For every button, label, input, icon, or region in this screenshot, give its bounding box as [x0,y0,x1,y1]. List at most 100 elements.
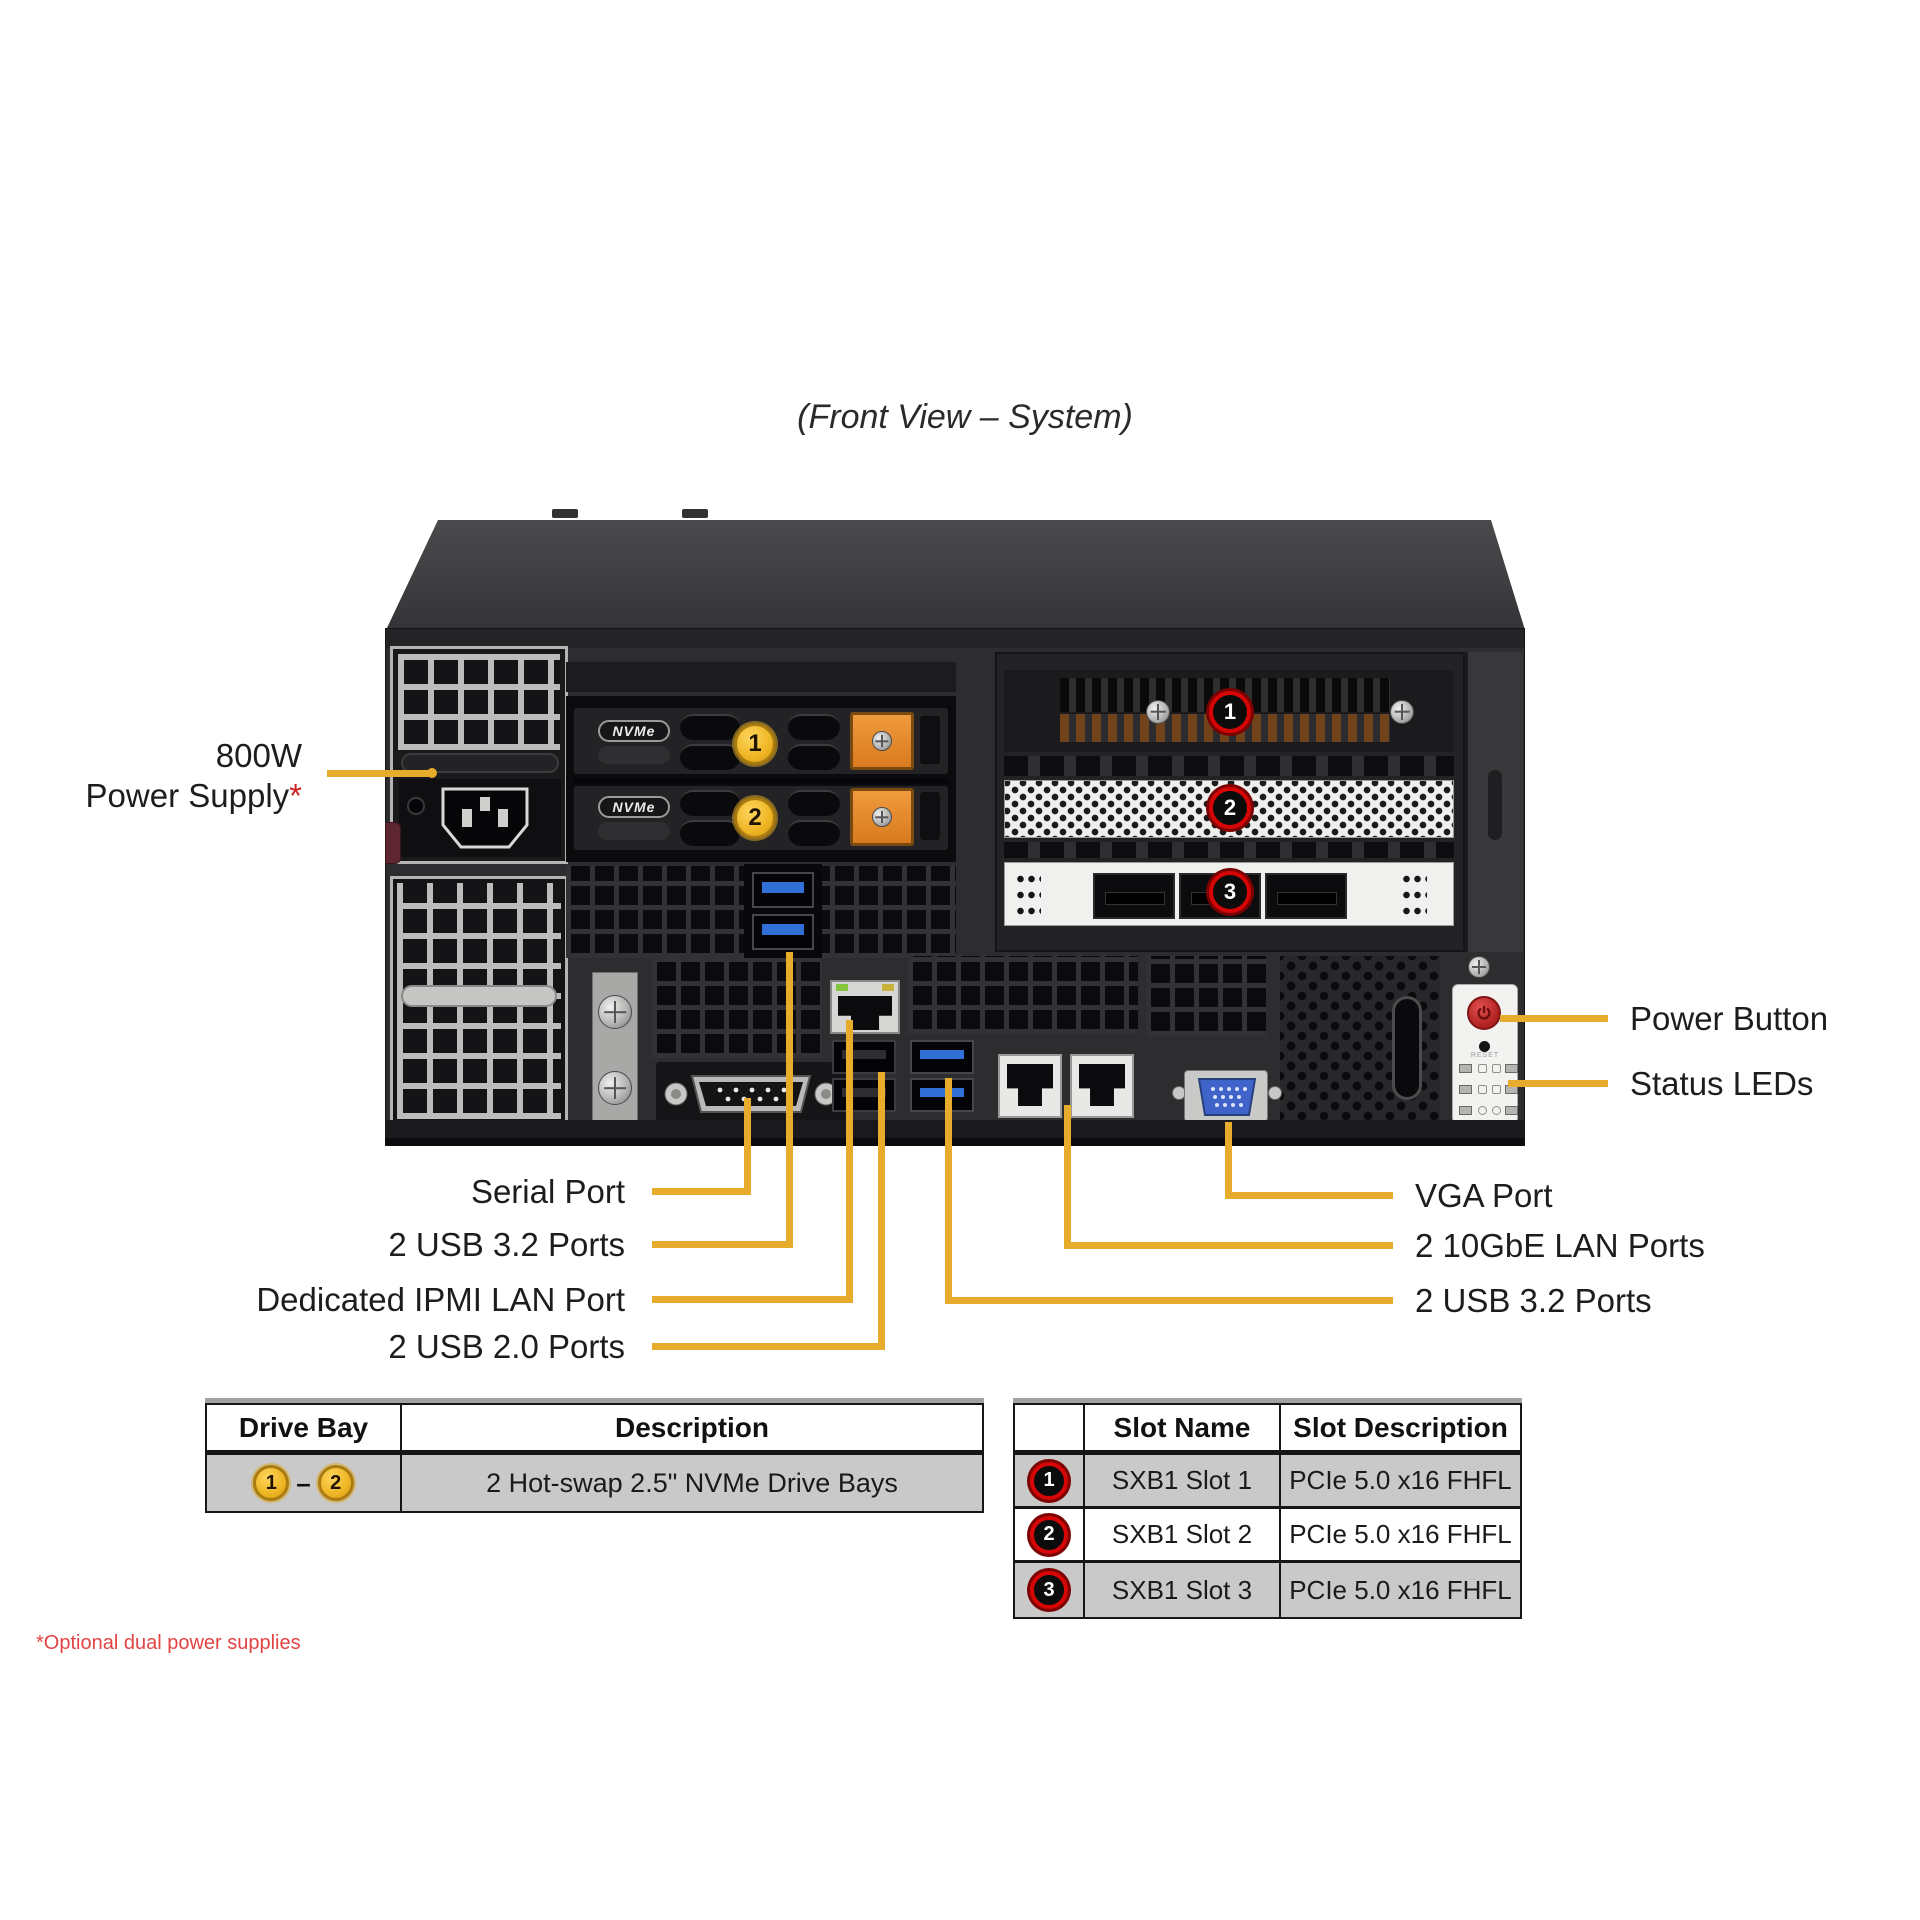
latch-screw [872,731,892,751]
slot-table-header-description: Slot Description [1281,1405,1520,1455]
chassis-screw [1468,956,1490,978]
drive-tray-blank [598,822,670,840]
chassis-top-face [386,520,1525,630]
status-led-icon [1492,1106,1501,1115]
callout-line-power-supply [327,770,433,777]
slot-badge-1: 1 [1030,1461,1068,1500]
callout-line-usb32-left-v [786,952,793,1248]
callout-line-ipmi-h [652,1296,853,1303]
label-usb20: 2 USB 2.0 Ports [388,1328,625,1365]
slot-badge-2: 2 [1030,1515,1068,1554]
callout-line-usb20-h [652,1343,885,1350]
qsfp-slot [1277,892,1337,905]
label-power-supply: 800W Power Supply* [60,736,302,816]
psu-handle [401,753,559,773]
pcie-right-rail [1465,652,1523,952]
drive-tray-vent [680,790,740,816]
slot-badge-3: 3 [1030,1571,1068,1609]
power-supply-module [390,646,568,864]
label-lan-10gbe: 2 10GbE LAN Ports [1415,1227,1705,1264]
usb-tongue [762,882,804,893]
drive-tray-vent [788,714,840,740]
slot3-dots [1401,871,1427,919]
slot-row-name: SXB1 Slot 1 [1085,1455,1281,1509]
slot-screw [1146,700,1170,724]
callout-line-power-button [1500,1015,1608,1022]
slot-row-name: SXB1 Slot 2 [1085,1509,1281,1563]
psu-fan-grille [398,654,560,750]
chassis-top-tab [552,509,578,518]
callout-line-usb32-right-v [945,1078,952,1304]
power-button [1467,996,1501,1030]
qsfp-port [1093,873,1175,919]
slot-table-header-badge [1015,1405,1085,1455]
ac-inlet-c14 [441,787,529,849]
serial-port-db9 [664,1075,838,1113]
usb-tongue [920,1049,964,1060]
callout-line-serial-h [652,1188,751,1195]
status-led-icon [1478,1085,1487,1094]
figure-title: (Front View – System) [797,398,1133,436]
slot-vent-strip [1004,756,1454,776]
vent-grid [1146,956,1266,1036]
usb-tongue [842,1087,886,1098]
rj45-opening [1007,1064,1053,1106]
label-power-supply-line2: Power Supply* [85,777,302,814]
qsfp-port [1265,873,1347,919]
status-led [1459,1064,1472,1073]
ipmi-lan-port [830,980,900,1034]
label-vga: VGA Port [1415,1177,1553,1214]
slot-screw [1390,700,1414,724]
callout-line-lan-h [1064,1242,1393,1249]
usb-tongue [762,924,804,935]
psu-bay-handle [401,985,557,1007]
lan-10gbe-port [998,1054,1062,1118]
label-status-leds: Status LEDs [1630,1065,1814,1102]
psu-button [407,797,425,815]
drive-bay-cell-description: 2 Hot-swap 2.5" NVMe Drive Bays [402,1455,982,1511]
label-usb32-left: 2 USB 3.2 Ports [388,1226,625,1263]
rail-slot [1488,770,1502,840]
vga-db15 [1197,1078,1257,1116]
psu-bay-empty [390,876,568,1126]
vent-grid [652,958,822,1058]
chassis-slot-cutout [1392,996,1422,1100]
callout-line-ipmi-v [846,1020,853,1303]
status-led-icon [1478,1106,1487,1115]
chassis-top-tab [682,509,708,518]
status-led-icon [1492,1085,1501,1094]
callout-line-usb32-left-h [652,1241,793,1248]
slot-row-badge: 3 [1015,1563,1085,1617]
slot-row-description: PCIe 5.0 x16 FHFL [1281,1455,1520,1509]
power-icon [1477,1005,1491,1020]
callout-line-usb20-v [878,1072,885,1350]
drive-tray-vent [920,792,940,840]
usb32-port [910,1040,974,1074]
status-led [1459,1085,1472,1094]
status-led [1505,1106,1518,1115]
rj45-opening [1079,1064,1125,1106]
chassis-bottom-rim [385,1120,1525,1140]
status-led-icon [1478,1064,1487,1073]
drive-bay-table-header-bay: Drive Bay [207,1405,402,1455]
drive-latch [850,788,914,846]
drive-bay-cell-badges: 1 – 2 [207,1455,402,1511]
qsfp-slot [1105,892,1165,905]
drive-tray-vent [680,744,740,770]
drive-tray-blank [598,746,670,764]
status-led-icon [1492,1064,1501,1073]
drive-tray-vent [680,714,740,740]
drive-tray-vent [680,820,740,846]
callout-line-serial-v [744,1098,751,1194]
usb20-port [832,1078,896,1112]
callout-line-lan-v [1064,1105,1071,1249]
drive-bay-1-badge: 1 [734,723,776,765]
slot-table-header-name: Slot Name [1085,1405,1281,1455]
usb32-port [752,914,814,950]
nvme-label: NVMe [598,796,670,818]
thumbscrew-strip [592,972,638,1122]
drive-tray-vent [788,744,840,770]
psu-inlet-panel [399,779,561,857]
thumbscrew [598,995,632,1029]
serial-recess [656,1062,846,1126]
